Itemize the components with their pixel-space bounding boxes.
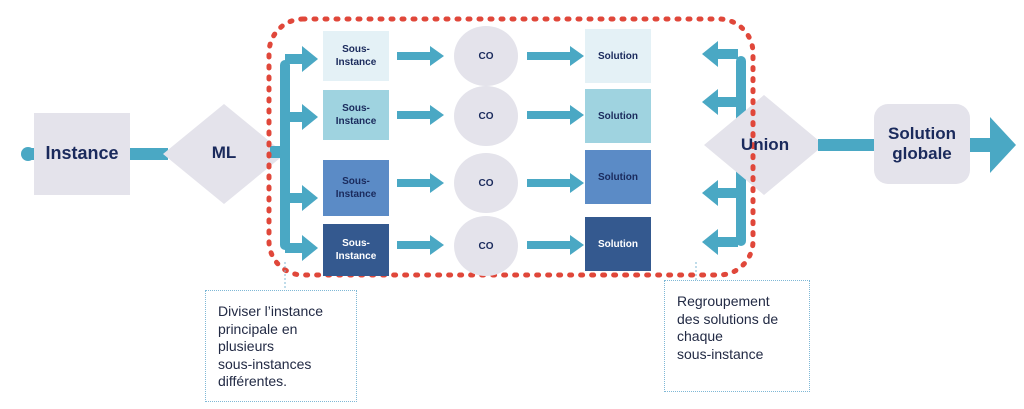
solution-box: Solution [585,89,651,143]
co-node: CO [454,216,518,276]
ml-diamond [163,104,285,204]
solution-box: Solution [585,217,651,271]
sub-instance-box: Sous- Instance [323,224,389,276]
co-node: CO [454,86,518,146]
sub-instance-box: Sous- Instance [323,160,389,216]
merge-branch-arrows [702,41,738,255]
union-to-global-connector [818,139,878,151]
co-node: CO [454,26,518,86]
co-node: CO [454,153,518,213]
union-label: Union [740,134,790,154]
sub-instance-box: Sous- Instance [323,31,389,81]
ml-label: ML [211,142,237,162]
right-annotation: Regroupement des solutions de chaque sou… [664,280,810,392]
instance-box: Instance [34,113,130,195]
row-arrows [397,46,584,255]
split-bracket [280,60,290,250]
global-solution-box: Solution globale [874,104,970,184]
parallel-group-border [266,16,756,278]
union-diamond [704,95,824,195]
sub-instance-box: Sous- Instance [323,90,389,140]
left-annotation: Diviser l’instance principale en plusieu… [205,290,357,402]
solution-box: Solution [585,150,651,204]
solution-box: Solution [585,29,651,83]
output-arrowhead [990,117,1016,173]
split-branch-arrows [285,46,318,261]
